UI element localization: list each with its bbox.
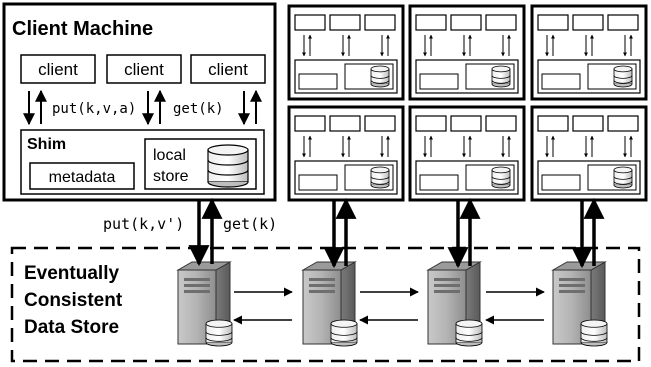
remote-client-box <box>450 14 482 31</box>
remote-client-box <box>572 14 604 31</box>
remote-database-icon <box>613 166 633 189</box>
client-box-3 <box>190 54 266 84</box>
remote-database-icon <box>613 65 633 88</box>
client-label-1: client <box>38 60 78 79</box>
remote-metadata-box <box>541 174 581 191</box>
data-store-servers <box>176 261 608 347</box>
metadata-box <box>29 162 135 190</box>
remote-machine-6 <box>530 105 648 202</box>
server-drive-slot <box>434 278 460 281</box>
remote-client-box <box>294 14 326 31</box>
remote-machine-3 <box>530 4 648 101</box>
remote-client-box <box>485 115 517 132</box>
remote-client-box <box>450 115 482 132</box>
client-label-3: client <box>208 60 248 79</box>
client-get-label: get(k) <box>173 101 224 117</box>
server-drive-slot <box>559 278 585 281</box>
server-2 <box>301 261 358 347</box>
remote-client-box <box>572 115 604 132</box>
remote-client-box <box>607 14 639 31</box>
remote-machine-2 <box>408 4 526 101</box>
client-store-links <box>188 197 605 269</box>
data-store-title-1: Eventually <box>24 263 119 284</box>
local-store-database-icon <box>207 144 249 188</box>
remote-client-box <box>607 115 639 132</box>
server-drive-slot <box>309 278 335 281</box>
client-machine-title: Client Machine <box>12 18 153 40</box>
remote-database-icon <box>491 166 511 189</box>
remote-client-box <box>415 14 447 31</box>
remote-client-box <box>537 115 569 132</box>
remote-client-box <box>329 115 361 132</box>
remote-metadata-box <box>419 73 459 90</box>
local-store-label-2: store <box>153 168 189 185</box>
remote-database-icon <box>370 166 390 189</box>
server-database-icon <box>205 319 233 347</box>
server-4 <box>551 261 608 347</box>
remote-metadata-box <box>298 73 338 90</box>
link-put-label: put(k,v') <box>103 215 184 233</box>
remote-metadata-box <box>541 73 581 90</box>
remote-database-icon <box>370 65 390 88</box>
replication-arrows <box>233 287 545 325</box>
client-box-2 <box>106 54 182 84</box>
remote-database-icon <box>491 65 511 88</box>
remote-client-box <box>294 115 326 132</box>
client-machine: Client Machine client client client put(… <box>2 2 277 202</box>
server-drive-slot <box>559 290 585 293</box>
remote-machine-4 <box>287 105 405 202</box>
client-put-label: put(k,v,a) <box>52 101 136 117</box>
server-1 <box>176 261 233 347</box>
remote-machine-5 <box>408 105 526 202</box>
server-database-icon <box>455 319 483 347</box>
server-3 <box>426 261 483 347</box>
remote-client-machines <box>287 4 648 202</box>
client-box-1 <box>20 54 96 84</box>
remote-metadata-box <box>419 174 459 191</box>
server-drive-slot <box>184 284 210 287</box>
link-get-label: get(k) <box>223 215 277 233</box>
remote-client-box <box>537 14 569 31</box>
server-drive-slot <box>309 284 335 287</box>
local-store-label-1: local <box>153 147 186 164</box>
remote-client-box <box>485 14 517 31</box>
metadata-label: metadata <box>49 169 116 186</box>
client-label-2: client <box>124 60 164 79</box>
data-store-title-3: Data Store <box>24 317 119 338</box>
remote-client-box <box>415 115 447 132</box>
shim-title: Shim <box>27 136 66 153</box>
remote-machine-1 <box>287 4 405 101</box>
remote-client-box <box>329 14 361 31</box>
data-store-title-2: Consistent <box>24 290 123 311</box>
server-drive-slot <box>559 284 585 287</box>
remote-metadata-box <box>298 174 338 191</box>
server-drive-slot <box>309 290 335 293</box>
server-drive-slot <box>184 290 210 293</box>
server-database-icon <box>330 319 358 347</box>
remote-client-box <box>364 115 396 132</box>
server-drive-slot <box>184 278 210 281</box>
server-drive-slot <box>434 290 460 293</box>
remote-client-box <box>364 14 396 31</box>
server-drive-slot <box>434 284 460 287</box>
server-database-icon <box>580 319 608 347</box>
